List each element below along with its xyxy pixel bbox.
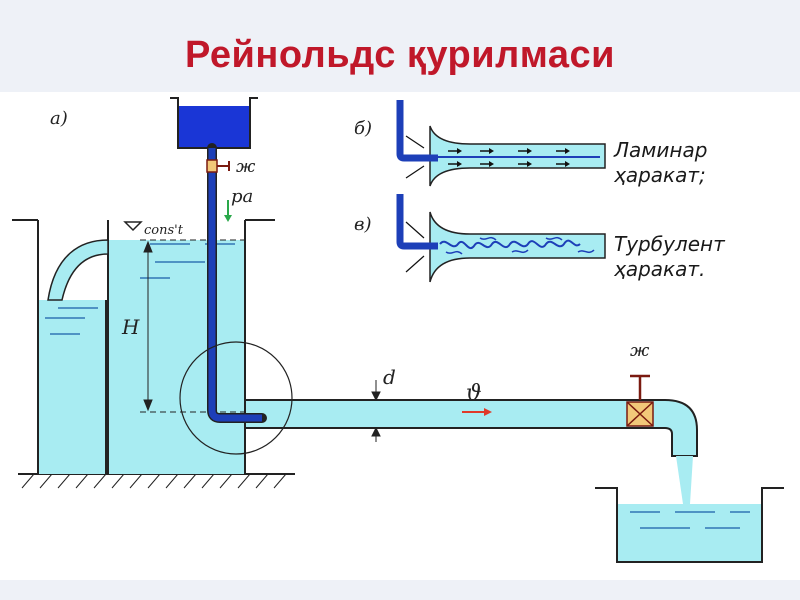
diameter-dimension: [371, 380, 381, 442]
turbulent-inset: [396, 194, 606, 283]
main-tank: [107, 219, 275, 474]
label-const: cons't: [144, 223, 184, 238]
label-valve-top: ж: [236, 157, 256, 177]
atmospheric-pressure-arrow: [224, 200, 232, 222]
label-pa: pa: [231, 186, 253, 207]
dye-reservoir: [170, 97, 258, 149]
laminar-note: Ламинар ҳаракат;: [614, 138, 708, 187]
label-v: в): [354, 214, 372, 235]
height-dimension: [140, 239, 245, 413]
page-title: Рейнольдс қурилмаси: [184, 34, 616, 76]
free-surface-marker: [123, 221, 143, 232]
dye-valve: [206, 159, 230, 173]
overflow-stream: [47, 239, 109, 301]
velocity-arrow: [462, 408, 492, 416]
outlet-valve: [626, 374, 654, 427]
label-b: б): [354, 118, 372, 139]
label-velocity: ϑ: [466, 381, 482, 406]
turbulent-note: Турбулент ҳаракат.: [614, 232, 725, 281]
label-a: а): [50, 108, 68, 129]
label-valve-bottom: ж: [630, 341, 650, 361]
inlet-detail-circle: [179, 341, 293, 455]
laminar-inset: [396, 100, 606, 187]
receiver-tank: [595, 487, 784, 563]
horizontal-pipe: [244, 399, 698, 457]
outflow-stream: [676, 456, 693, 504]
label-H: H: [121, 315, 140, 339]
ground-hatch-left: [18, 473, 295, 489]
overflow-tank: [12, 219, 107, 474]
label-d: d: [383, 365, 396, 389]
